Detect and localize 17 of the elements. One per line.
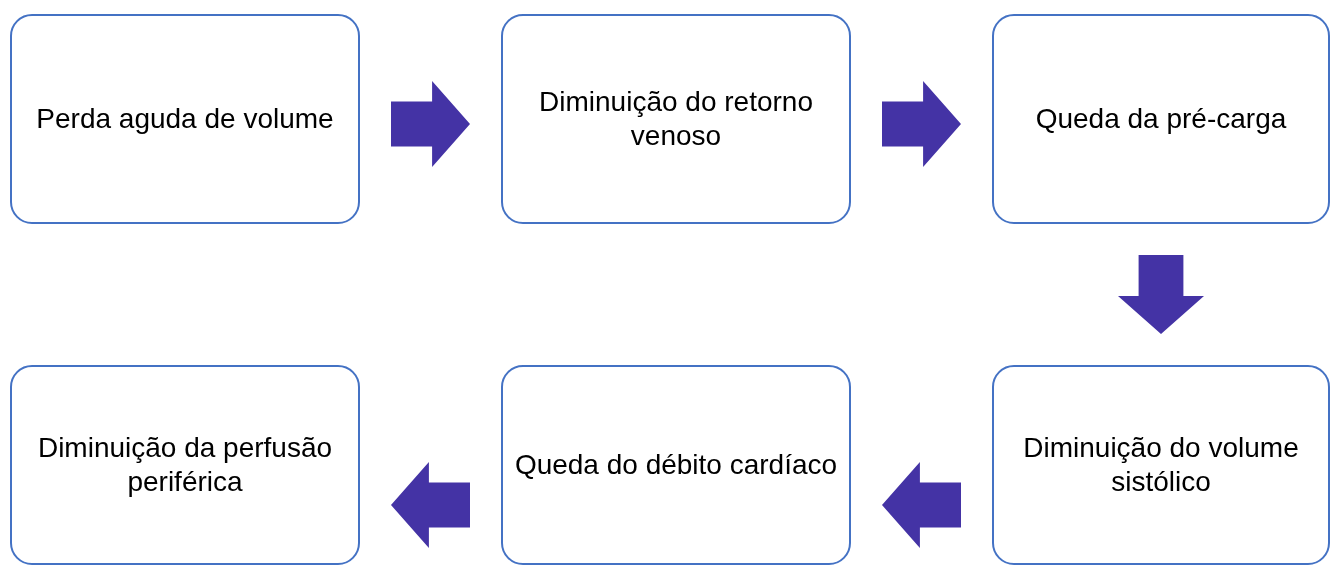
process-box [10, 365, 360, 565]
box-text: Diminuição da perfusão periférica [36, 431, 334, 499]
box-text: Queda da pré-carga [1035, 102, 1287, 136]
process-box [992, 365, 1330, 565]
box-text: Diminuição do retorno venoso [538, 85, 814, 153]
box-text: Diminuição do volume sistólico [1022, 431, 1300, 499]
process-box [501, 14, 851, 224]
process-box [10, 14, 360, 224]
block-arrow [882, 81, 961, 167]
block-arrow [391, 462, 470, 548]
block-arrow [391, 81, 470, 167]
process-box [501, 365, 851, 565]
process-box [992, 14, 1330, 224]
block-arrow [1118, 255, 1204, 334]
box-text: Perda aguda de volume [36, 102, 334, 136]
block-arrow [882, 462, 961, 548]
box-text: Queda do débito cardíaco [514, 448, 838, 482]
